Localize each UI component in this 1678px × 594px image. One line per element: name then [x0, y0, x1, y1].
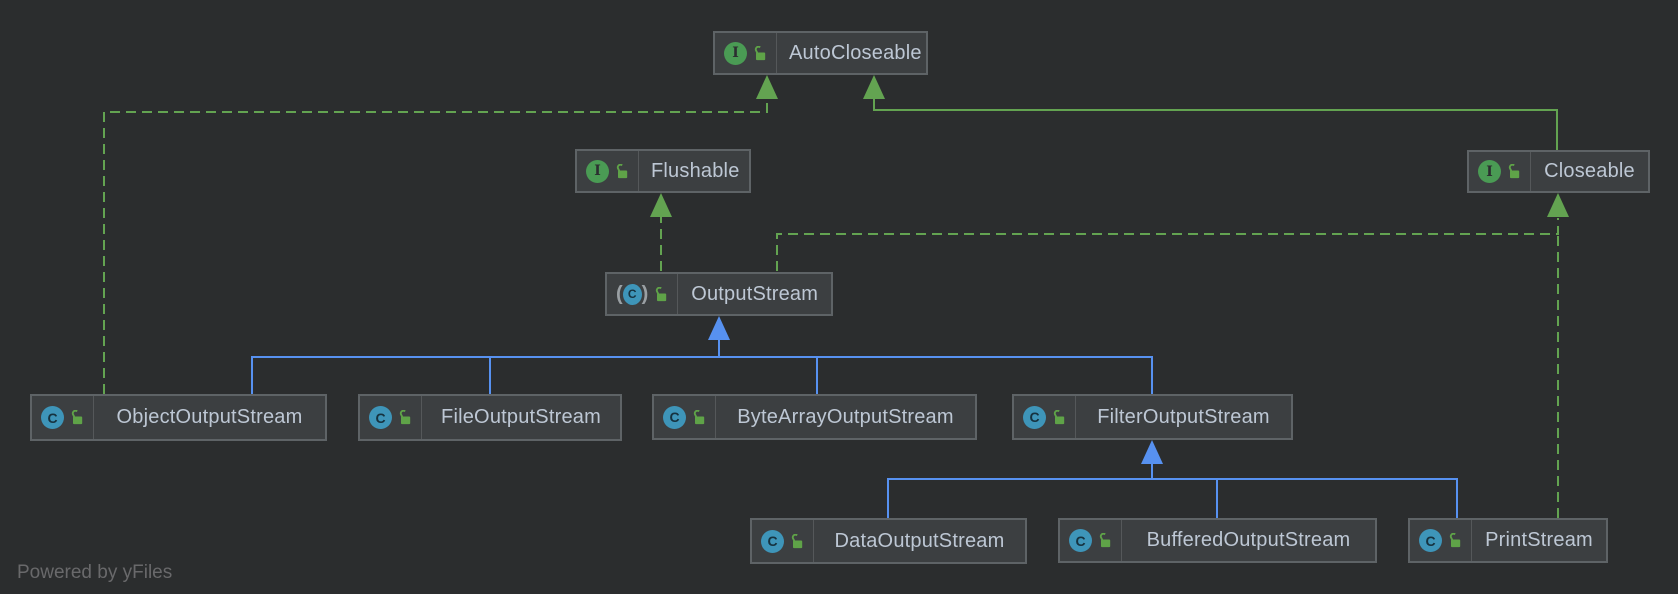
class-node-objectoutputstream[interactable]: C ObjectOutputStream [30, 394, 327, 441]
node-icon-cell: C [360, 396, 422, 439]
class-node-filteroutputstream[interactable]: C FilterOutputStream [1012, 394, 1293, 440]
interface-node-autocloseable[interactable]: I AutoCloseable [713, 31, 928, 75]
public-unlocked-icon [1053, 409, 1065, 424]
node-label: ByteArrayOutputStream [737, 405, 954, 428]
class-node-dataoutputstream[interactable]: C DataOutputStream [750, 518, 1027, 564]
node-label: BufferedOutputStream [1146, 529, 1351, 551]
class-icon: C [1069, 529, 1092, 552]
class-icon: C [41, 406, 64, 429]
node-label: PrintStream [1485, 529, 1593, 551]
node-label: Flushable [651, 159, 740, 182]
node-label: DataOutputStream [834, 529, 1005, 552]
extends-edges-outputstream-children [251, 339, 1153, 394]
class-node-bytearrayoutputstream[interactable]: C ByteArrayOutputStream [652, 394, 977, 440]
node-icon-cell: C [654, 396, 716, 438]
interface-extends-edge-closeable-autocloseable [873, 99, 1558, 150]
node-label: Closeable [1544, 160, 1635, 182]
class-node-printstream[interactable]: C PrintStream [1408, 518, 1608, 563]
class-icon: C [369, 406, 392, 429]
class-node-fileoutputstream[interactable]: C FileOutputStream [358, 394, 622, 441]
public-unlocked-icon [616, 163, 628, 178]
public-unlocked-icon [693, 409, 705, 424]
public-unlocked-icon [1508, 164, 1520, 179]
node-icon-cell: C [1060, 520, 1122, 561]
public-unlocked-icon [71, 410, 83, 425]
interface-node-flushable[interactable]: I Flushable [575, 149, 751, 193]
public-unlocked-icon [791, 533, 803, 548]
interface-icon: I [724, 41, 747, 65]
node-icon-cell: C [1014, 396, 1076, 438]
public-unlocked-icon [656, 286, 667, 301]
public-unlocked-icon [1449, 533, 1461, 548]
extends-arrowhead-icons [708, 316, 1163, 464]
paren-glyph: ) [641, 283, 649, 305]
interface-icon: I [586, 159, 609, 183]
interface-node-closeable[interactable]: I Closeable [1467, 150, 1650, 193]
public-unlocked-icon [1099, 533, 1111, 548]
extends-edges-filteroutputstream-children [887, 462, 1458, 518]
abstract-class-node-outputstream[interactable]: ( C ) OutputStream [605, 272, 833, 316]
node-label: FilterOutputStream [1097, 405, 1270, 428]
node-icon-cell: I [1469, 152, 1531, 191]
class-node-bufferedoutputstream[interactable]: C BufferedOutputStream [1058, 518, 1377, 563]
node-label: AutoCloseable [789, 41, 922, 64]
node-icon-cell: C [32, 396, 94, 439]
node-icon-cell: I [715, 33, 777, 73]
class-icon: C [622, 283, 642, 305]
public-unlocked-icon [754, 45, 766, 60]
interface-icon: I [1478, 160, 1501, 183]
paren-glyph: ( [616, 283, 623, 305]
abstract-class-icon: ( C ) [616, 283, 649, 305]
class-icon: C [1023, 405, 1046, 429]
implements-arrowhead-icons [650, 75, 1569, 217]
node-label: FileOutputStream [441, 406, 601, 428]
yfiles-watermark: Powered by yFiles [17, 562, 173, 583]
class-icon: C [663, 405, 686, 429]
class-icon: C [1419, 529, 1442, 552]
implements-edges-dashed [103, 99, 1559, 518]
node-icon-cell: I [577, 151, 639, 191]
node-icon-cell: C [752, 520, 814, 562]
node-label: OutputStream [691, 282, 819, 305]
node-icon-cell: ( C ) [607, 274, 679, 314]
node-label: ObjectOutputStream [116, 406, 303, 428]
node-icon-cell: C [1410, 520, 1472, 561]
class-icon: C [761, 529, 784, 553]
public-unlocked-icon [399, 410, 411, 425]
